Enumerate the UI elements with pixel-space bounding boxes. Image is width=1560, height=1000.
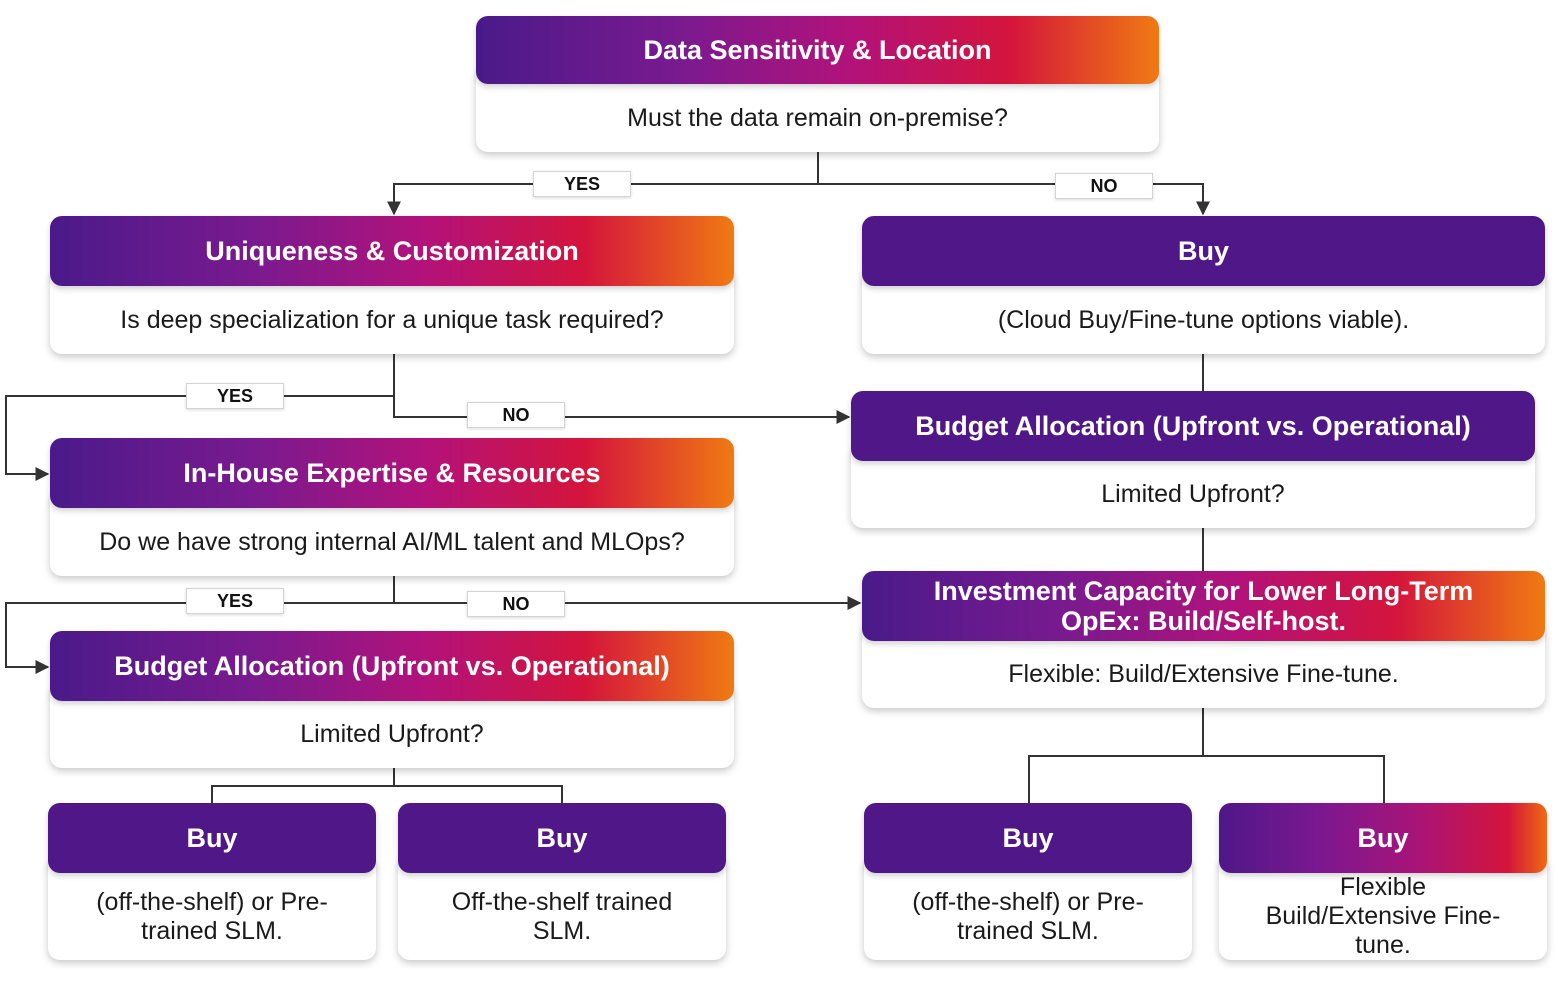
node-title: Uniqueness & Customization xyxy=(50,216,734,286)
node-title: Budget Allocation (Upfront vs. Operation… xyxy=(50,631,734,701)
edge-uniqueness-to-in-house xyxy=(5,354,395,481)
node-buy-cloud: Buy (Cloud Buy/Fine-tune options viable)… xyxy=(862,216,1545,354)
edge-label-yes: YES xyxy=(533,171,631,197)
node-title: Budget Allocation (Upfront vs. Operation… xyxy=(851,391,1535,461)
node-buy-off-the-shelf: Buy Off-the-shelf trained SLM. xyxy=(398,803,726,960)
node-investment-capacity: Investment Capacity for Lower Long-Term … xyxy=(862,571,1545,708)
node-budget-allocation-right: Budget Allocation (Upfront vs. Operation… xyxy=(851,391,1535,528)
node-budget-allocation-left: Budget Allocation (Upfront vs. Operation… xyxy=(50,631,734,768)
node-question: Do we have strong internal AI/ML talent … xyxy=(50,496,734,576)
edge-budget-left-to-buys xyxy=(211,768,563,803)
node-uniqueness: Uniqueness & Customization Is deep speci… xyxy=(50,216,734,354)
node-question: Flexible: Build/Extensive Fine-tune. xyxy=(862,629,1545,708)
node-title: Investment Capacity for Lower Long-Term … xyxy=(862,571,1545,641)
node-title: Buy xyxy=(864,803,1192,873)
edge-uniqueness-to-budget-right xyxy=(393,396,851,424)
edge-label-no: NO xyxy=(1055,173,1153,199)
node-title: Buy xyxy=(1219,803,1547,873)
node-title: Data Sensitivity & Location xyxy=(476,16,1159,84)
edge-label-no: NO xyxy=(467,591,565,617)
node-text: Off-the-shelf trained SLM. xyxy=(398,861,726,960)
node-buy-flexible-build: Buy Flexible Build/Extensive Fine-tune. xyxy=(1219,803,1547,960)
edge-label-yes: YES xyxy=(186,383,284,409)
node-question: Limited Upfront? xyxy=(851,449,1535,528)
edge-data-to-buy-cloud xyxy=(818,183,1210,216)
node-title: Buy xyxy=(398,803,726,873)
edge-investment-to-buys xyxy=(1028,708,1385,803)
edge-in-house-to-budget-left xyxy=(5,576,395,674)
node-text: (off-the-shelf) or Pre-trained SLM. xyxy=(48,861,376,960)
node-question: Is deep specialization for a unique task… xyxy=(50,274,734,354)
node-title: Buy xyxy=(862,216,1545,286)
node-text: (off-the-shelf) or Pre-trained SLM. xyxy=(864,861,1192,960)
node-text: Flexible Build/Extensive Fine-tune. xyxy=(1219,861,1547,960)
node-question: (Cloud Buy/Fine-tune options viable). xyxy=(862,274,1545,354)
node-in-house-expertise: In-House Expertise & Resources Do we hav… xyxy=(50,438,734,576)
node-question: Limited Upfront? xyxy=(50,689,734,768)
edge-label-yes: YES xyxy=(186,588,284,614)
node-data-sensitivity: Data Sensitivity & Location Must the dat… xyxy=(476,16,1159,152)
node-buy-pretrained-left: Buy (off-the-shelf) or Pre-trained SLM. xyxy=(48,803,376,960)
node-question: Must the data remain on-premise? xyxy=(476,72,1159,152)
node-title: In-House Expertise & Resources xyxy=(50,438,734,508)
node-buy-pretrained-right: Buy (off-the-shelf) or Pre-trained SLM. xyxy=(864,803,1192,960)
edge-label-no: NO xyxy=(467,402,565,428)
node-title: Buy xyxy=(48,803,376,873)
